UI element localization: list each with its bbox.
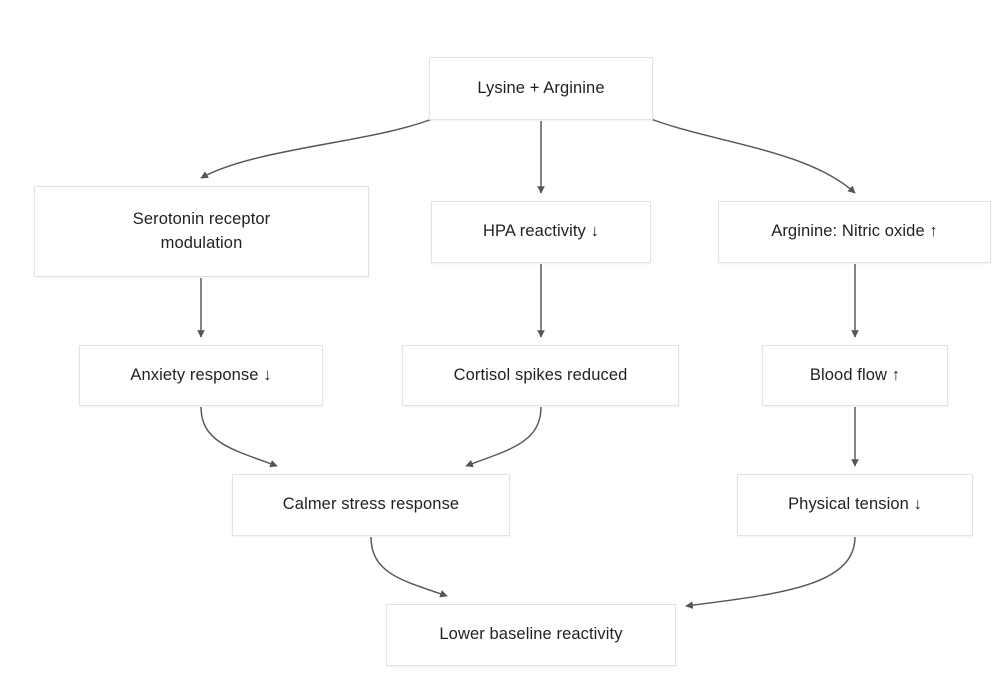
edge-calmer-to-lower [370,536,448,598]
node-label-nitric-oxide: Arginine: Nitric oxide ↑ [771,222,938,241]
node-label-serotonin-modulation: Serotonin receptor modulation [132,210,271,252]
edge-lysine-to-serotonin [200,118,433,179]
node-label-lower-reactivity: Lower baseline reactivity [439,625,623,644]
edge-tension-to-lower [685,536,856,609]
node-label-cortisol-spikes: Cortisol spikes reduced [453,365,628,384]
node-label-calmer-stress: Calmer stress response [282,495,460,514]
node-label-blood-flow: Blood flow ↑ [809,365,901,384]
edge-cortisol-to-calmer [465,406,542,468]
node-hpa-reactivity[interactable]: HPA reactivity ↓ [431,201,651,263]
node-physical-tension[interactable]: Physical tension ↓ [737,474,973,536]
edge-lysine-to-no [650,118,856,194]
node-blood-flow[interactable]: Blood flow ↑ [762,345,948,406]
node-label-lysine-arginine: Lysine + Arginine [477,78,605,97]
node-serotonin-modulation[interactable]: Serotonin receptor modulation [34,186,369,277]
edge-anxiety-to-calmer [200,406,278,468]
node-lysine-arginine[interactable]: Lysine + Arginine [429,57,653,120]
node-nitric-oxide[interactable]: Arginine: Nitric oxide ↑ [718,201,991,263]
node-anxiety-response[interactable]: Anxiety response ↓ [79,345,323,406]
node-label-anxiety-response: Anxiety response ↓ [130,365,272,384]
node-calmer-stress[interactable]: Calmer stress response [232,474,510,536]
node-label-physical-tension: Physical tension ↓ [788,495,922,514]
node-cortisol-spikes[interactable]: Cortisol spikes reduced [402,345,679,406]
node-label-hpa-reactivity: HPA reactivity ↓ [483,222,599,241]
node-lower-reactivity[interactable]: Lower baseline reactivity [386,604,676,666]
